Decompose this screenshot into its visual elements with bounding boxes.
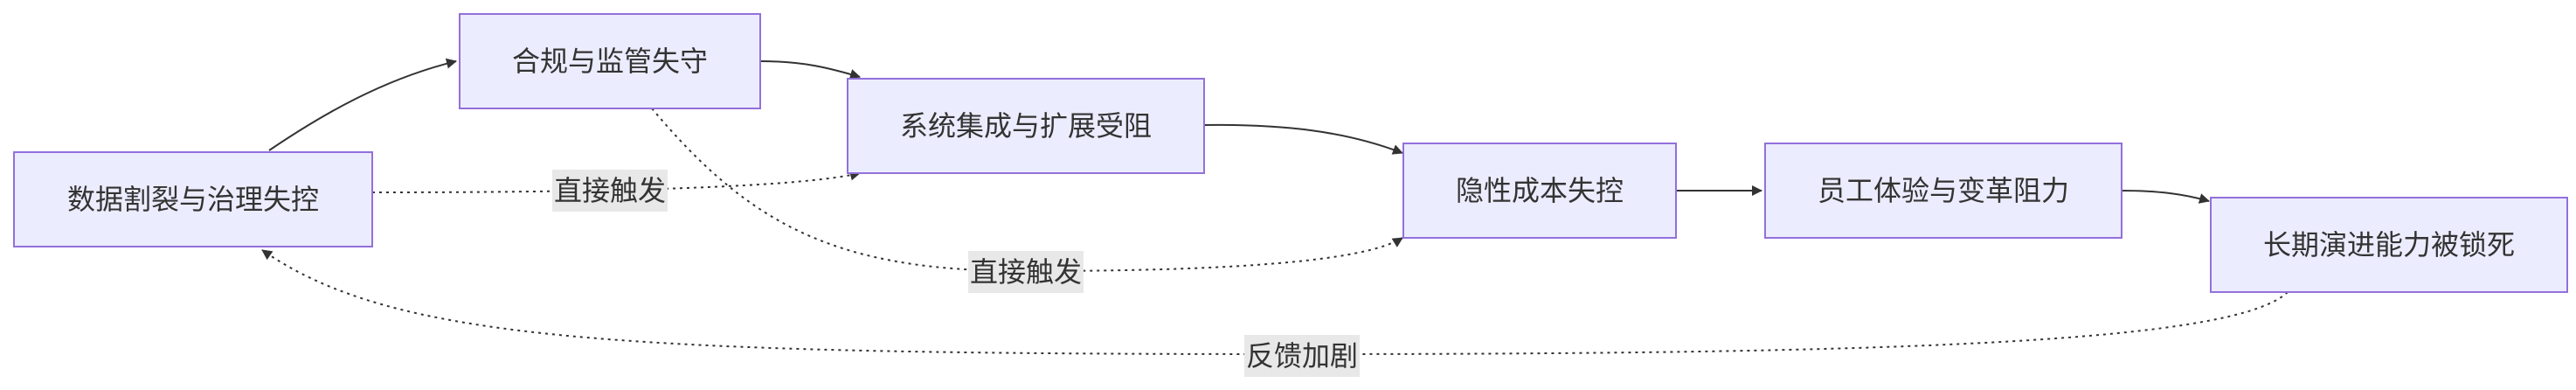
svg-text:长期演进能力被锁死: 长期演进能力被锁死 — [2263, 228, 2515, 261]
node-hidden-costs: 隐性成本失控 — [1402, 143, 1677, 239]
node-evolution-locked: 长期演进能力被锁死 — [2210, 197, 2568, 293]
svg-text:员工体验与变革阻力: 员工体验与变革阻力 — [1818, 174, 2069, 207]
edge-b-to-c — [759, 60, 861, 80]
edge-label-direct-trigger-2: 直接触发 — [968, 251, 1084, 293]
node-integration-blocked: 系统集成与扩展受阻 — [847, 78, 1205, 174]
svg-text:反馈加剧: 反馈加剧 — [1246, 339, 1358, 373]
edge-label-direct-trigger-1: 直接触发 — [552, 170, 668, 212]
svg-text:系统集成与扩展受阻: 系统集成与扩展受阻 — [900, 109, 1152, 143]
edge-c-to-d — [1203, 123, 1403, 155]
svg-text:合规与监管失守: 合规与监管失守 — [512, 45, 708, 78]
edge-e-to-f — [2121, 190, 2210, 204]
svg-text:直接触发: 直接触发 — [554, 174, 666, 207]
node-employee-experience: 员工体验与变革阻力 — [1764, 143, 2122, 239]
svg-text:隐性成本失控: 隐性成本失控 — [1456, 174, 1624, 207]
node-compliance-failure: 合规与监管失守 — [459, 13, 761, 109]
svg-text:直接触发: 直接触发 — [970, 255, 1082, 289]
edge-label-feedback: 反馈加剧 — [1244, 335, 1360, 377]
svg-text:数据割裂与治理失控: 数据割裂与治理失控 — [67, 183, 319, 216]
node-data-fragmentation: 数据割裂与治理失控 — [13, 151, 373, 247]
edge-a-to-b — [268, 58, 457, 151]
